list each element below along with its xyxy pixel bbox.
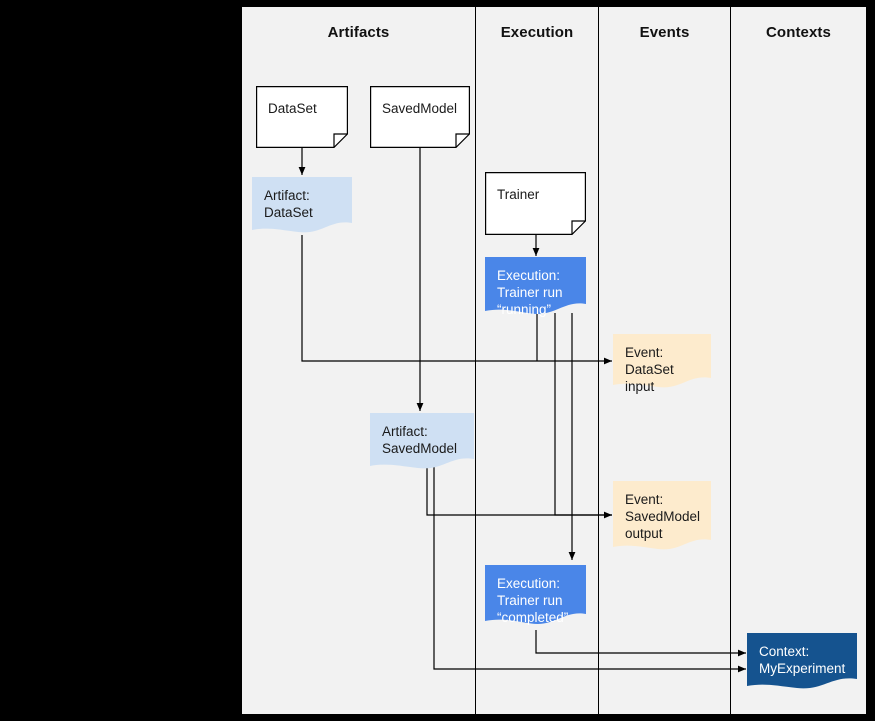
- lane-divider-events-contexts: [730, 7, 731, 714]
- node-artifact-savedmodel[interactable]: Artifact: SavedModel: [370, 413, 474, 471]
- node-execution-completed[interactable]: Execution: Trainer run “completed”: [485, 565, 586, 630]
- lane-divider-execution-events: [598, 7, 599, 714]
- edge-artifact-savedmodel-to-event-output: [426, 465, 612, 516]
- node-label: Artifact: DataSet: [264, 188, 313, 220]
- lane-title-execution: Execution: [500, 24, 574, 41]
- node-label: SavedModel: [382, 101, 458, 116]
- node-label: Artifact: SavedModel: [382, 424, 458, 456]
- node-label: Event: SavedModel output: [625, 492, 701, 541]
- lane-title-contexts: Contexts: [766, 24, 831, 41]
- edge-execution-running-to-event-output: [554, 313, 612, 519]
- node-event-dataset-input[interactable]: Event: DataSet input: [613, 334, 711, 394]
- node-artifact-dataset[interactable]: Artifact: DataSet: [252, 177, 352, 235]
- node-event-savedmodel-output[interactable]: Event: SavedModel output: [613, 481, 711, 553]
- wavy-document-shape: [252, 177, 352, 233]
- node-context-myexperiment[interactable]: Context: MyExperiment: [747, 633, 857, 691]
- wavy-document-shape: [613, 334, 711, 388]
- node-label: Event: DataSet input: [625, 345, 674, 394]
- document-shape: [485, 172, 586, 235]
- wavy-document-shape: [485, 257, 586, 314]
- wavy-document-shape: [485, 565, 586, 624]
- document-shape: [370, 86, 470, 148]
- lane-title-events: Events: [639, 24, 690, 41]
- node-trainer-document[interactable]: Trainer: [485, 172, 586, 235]
- node-savedmodel-document[interactable]: SavedModel: [370, 86, 470, 148]
- node-execution-running[interactable]: Execution: Trainer run “running”: [485, 257, 586, 319]
- wavy-document-shape: [370, 413, 474, 469]
- lane-divider-artifacts-execution: [475, 7, 476, 714]
- lane-title-artifacts: Artifacts: [327, 24, 390, 41]
- node-label: Trainer: [497, 187, 540, 202]
- node-label: DataSet: [268, 101, 317, 116]
- wavy-document-shape: [747, 633, 857, 689]
- node-label: Execution: Trainer run “completed”: [497, 576, 569, 625]
- edge-execution-completed-to-context: [535, 630, 746, 657]
- swimlane-diagram: Artifacts Execution Events Contexts: [242, 7, 866, 714]
- document-shape: [256, 86, 348, 148]
- node-label: Execution: Trainer run “running”: [497, 268, 563, 317]
- wavy-document-shape: [613, 481, 711, 550]
- node-label: Context: MyExperiment: [759, 644, 846, 676]
- node-dataset-document[interactable]: DataSet: [256, 86, 348, 148]
